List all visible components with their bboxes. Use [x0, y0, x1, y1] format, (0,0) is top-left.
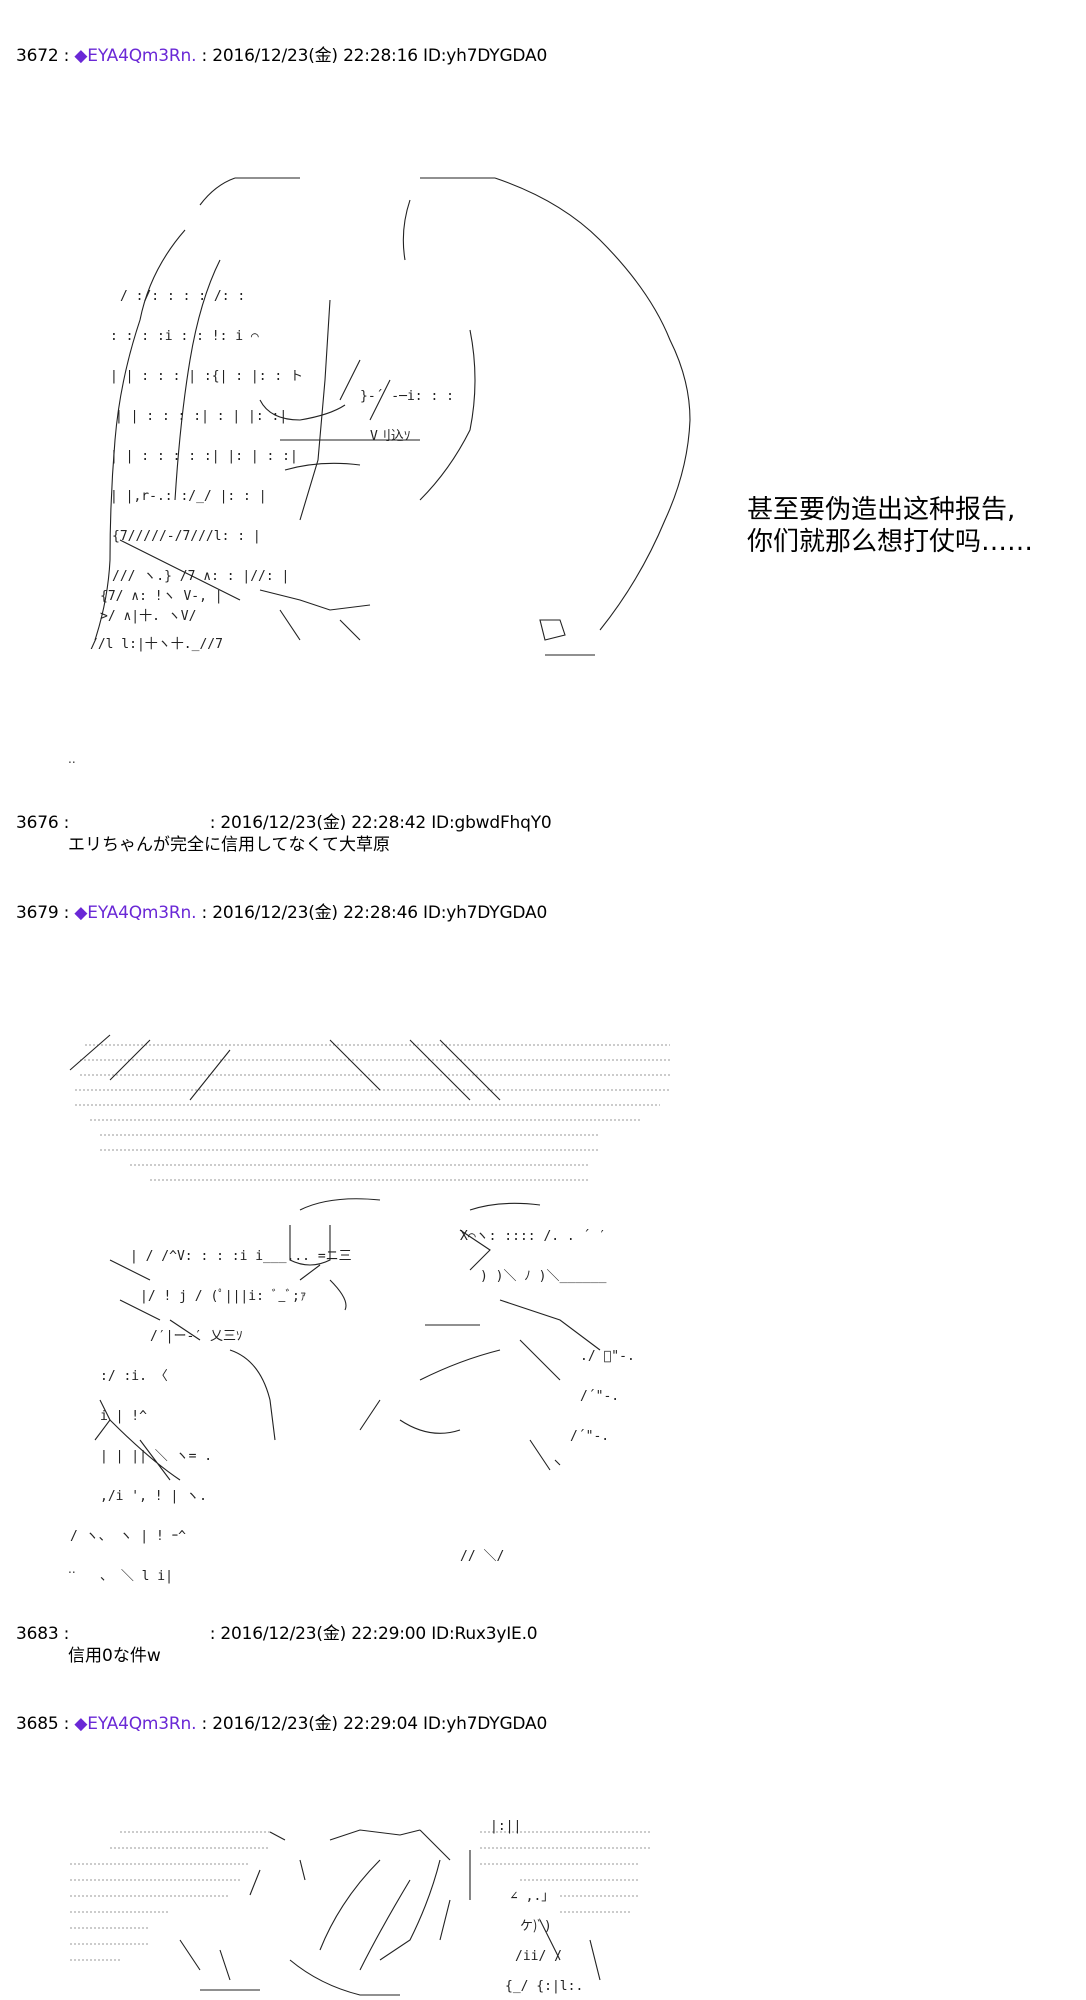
ascii-art-1: / :/: : : : /: : : : : :i : : !: i ⌒ | |… [90, 177, 691, 656]
post-header-3685: 3685 : ◆EYA4Qm3Rn. : 2016/12/23(金) 22:29… [16, 1714, 548, 1734]
svg-text:>/ ∧|十. ヽV/: >/ ∧|十. ヽV/ [100, 609, 196, 624]
svg-text:X⌒ヽ: :::: /. . ´ ′: X⌒ヽ: :::: /. . ´ ′ [460, 1229, 606, 1244]
svg-text:,/i ', ! | ヽ.: ,/i ', ! | ヽ. [100, 1489, 207, 1504]
translation-caption: 甚至要伪造出这种报告,你们就那么想打仗吗…… [747, 494, 1033, 558]
svg-text:ケ)ﾞ): ケ)ﾞ) [520, 1919, 552, 1934]
svg-text:./ ﾞ"‐.: ./ ﾞ"‐. [580, 1349, 635, 1364]
svg-text:| | : : : :| : | |: :|: | | : : : :| : | |: :| [115, 409, 287, 424]
svg-text://l l:|十ヽ十._//7: //l l:|十ヽ十._//7 [90, 637, 223, 652]
svg-text:| | : : : : :| |: | : :|: | | : : : : :| |: | : :| [110, 449, 298, 464]
post-number: 3676 [16, 813, 59, 833]
post-meta: : 2016/12/23(金) 22:28:42 ID:gbwdFhqY0 [74, 813, 552, 833]
svg-text:/ :/: : : : /: :: / :/: : : : /: : [120, 289, 245, 304]
svg-text:|/ ! j / (ﾟ|||i: ﾞ: |/ ! j / (ﾟ|||i: ﾞ_ﾞ;ｧ [140, 1289, 306, 1304]
post-header-3683: 3683 : : 2016/12/23(金) 22:29:00 ID:Rux3y… [16, 1624, 538, 1644]
svg-text:| |,r‐.: :/_/ |: : |: | |,r‐.: :/_/ |: : | [110, 489, 267, 504]
svg-text:| / /^V: : : :i i___... =ニ三: | / /^V: : : :i i___... =ニ三 [130, 1249, 352, 1264]
svg-text:/´"‐.: /´"‐. [570, 1429, 609, 1444]
post-number: 3685 [16, 1714, 59, 1734]
ascii-art-3: |:|| ∠ ,.」 ケ)ﾞ) /ii/ / {_/ {:|l:. [70, 1819, 650, 1996]
svg-text:/ii/ /: /ii/ / [515, 1949, 562, 1964]
svg-text:i | !^: i | !^ [100, 1409, 147, 1424]
caption-line-1: 甚至要伪造出这种报告, [747, 495, 1016, 525]
post-number: 3683 [16, 1624, 59, 1644]
svg-text:/′|ー-′ 乂三ｿ: /′|ー-′ 乂三ｿ [150, 1329, 242, 1344]
poster-name[interactable]: ◆EYA4Qm3Rn. [74, 1714, 197, 1734]
post-number: 3679 [16, 903, 59, 923]
post-header-3672: 3672 : ◆EYA4Qm3Rn. : 2016/12/23(金) 22:28… [16, 46, 548, 66]
svg-text:/ ヽ、 ヽ | ! ｰ^: / ヽ、 ヽ | ! ｰ^ [70, 1529, 186, 1544]
svg-text:| | || ＼ ヽ= .: | | || ＼ ヽ= . [100, 1449, 212, 1464]
ascii-art-2: | / /^V: : : :i i___... =ニ三 |/ ! j / (ﾟ|… [69, 1034, 670, 1584]
post-body-3683: 信用0な件w [68, 1646, 161, 1666]
poster-name[interactable]: ◆EYA4Qm3Rn. [74, 46, 197, 66]
post-meta: : 2016/12/23(金) 22:29:04 ID:yh7DYGDA0 [196, 1714, 548, 1734]
post-number: 3672 [16, 46, 59, 66]
svg-text:/// ヽ.} /7 ∧: : |//: |: /// ヽ.} /7 ∧: : |//: | [112, 569, 289, 584]
svg-text:// ＼/: // ＼/ [460, 1549, 504, 1564]
svg-text:{7/ ∧: !ヽ V‐, |: {7/ ∧: !ヽ V‐, | [100, 589, 223, 604]
svg-text:|:||: |:|| [490, 1819, 521, 1834]
svg-text:: : : :i : : !: i ⌒: : : : :i : : !: i ⌒ [110, 329, 259, 344]
post-header-3676: 3676 : : 2016/12/23(金) 22:28:42 ID:gbwdF… [16, 813, 552, 833]
caption-line-2: 你们就那么想打仗吗…… [747, 527, 1034, 557]
post-header-3679: 3679 : ◆EYA4Qm3Rn. : 2016/12/23(金) 22:28… [16, 903, 548, 923]
separator-dots: .. [68, 1562, 76, 1576]
svg-text:{_/ {:|l:.: {_/ {:|l:. [505, 1979, 583, 1994]
svg-text:| | : : : | :{| : |: : ト: | | : : : | :{| : |: : ト [110, 369, 303, 384]
svg-text:、 ＼ l i|: 、 ＼ l i| [100, 1569, 173, 1584]
svg-text:V刂込ｿ: V刂込ｿ [370, 429, 410, 444]
svg-text::/ :i. 〈: :/ :i. 〈 [100, 1369, 168, 1384]
svg-text:∠ ,.」: ∠ ,.」 [510, 1889, 554, 1904]
post-body-3676: エリちゃんが完全に信用してなくて大草原 [68, 835, 390, 855]
svg-text:) )＼ ﾉ )＼______: ) )＼ ﾉ )＼______ [480, 1269, 607, 1284]
svg-text:}-´ ‐─i: : :: }-´ ‐─i: : : [360, 389, 454, 404]
post-meta: : 2016/12/23(金) 22:29:00 ID:Rux3yIE.0 [74, 1624, 538, 1644]
post-meta: : 2016/12/23(金) 22:28:46 ID:yh7DYGDA0 [196, 903, 548, 923]
svg-text:{7/////‐/7///l: : |: {7/////‐/7///l: : | [112, 529, 261, 544]
post-meta: : 2016/12/23(金) 22:28:16 ID:yh7DYGDA0 [196, 46, 548, 66]
poster-name[interactable]: ◆EYA4Qm3Rn. [74, 903, 197, 923]
svg-text:/´"‐.: /´"‐. [580, 1389, 619, 1404]
separator-dots: .. [68, 752, 76, 766]
